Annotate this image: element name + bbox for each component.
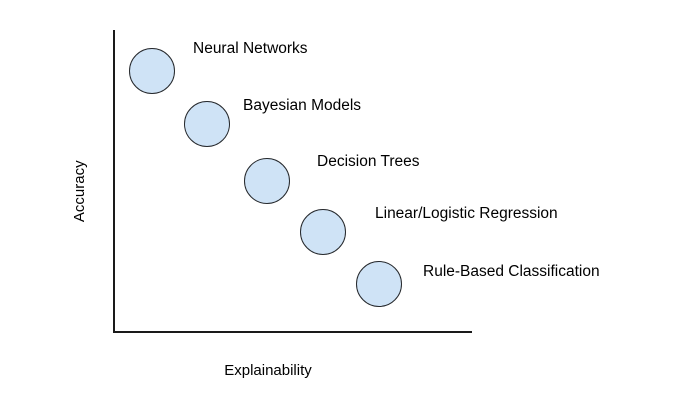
point-label-neural-networks: Neural Networks bbox=[193, 40, 308, 57]
bubble-bayesian-models[interactable] bbox=[184, 101, 230, 147]
x-axis-title: Explainability bbox=[224, 362, 312, 379]
bubble-linear-logistic-regression[interactable] bbox=[300, 209, 346, 255]
point-label-bayesian-models: Bayesian Models bbox=[243, 97, 362, 114]
point-label-decision-trees: Decision Trees bbox=[317, 153, 420, 170]
y-axis-title: Accuracy bbox=[70, 160, 88, 223]
bubble-neural-networks[interactable] bbox=[129, 48, 175, 94]
point-label-rule-based-classification: Rule-Based Classification bbox=[423, 263, 600, 280]
point-label-linear-logistic-regression: Linear/Logistic Regression bbox=[375, 205, 558, 222]
bubble-decision-trees[interactable] bbox=[244, 158, 290, 204]
x-axis-line bbox=[113, 331, 472, 333]
y-axis-line bbox=[113, 30, 115, 333]
bubble-rule-based-classification[interactable] bbox=[356, 261, 402, 307]
